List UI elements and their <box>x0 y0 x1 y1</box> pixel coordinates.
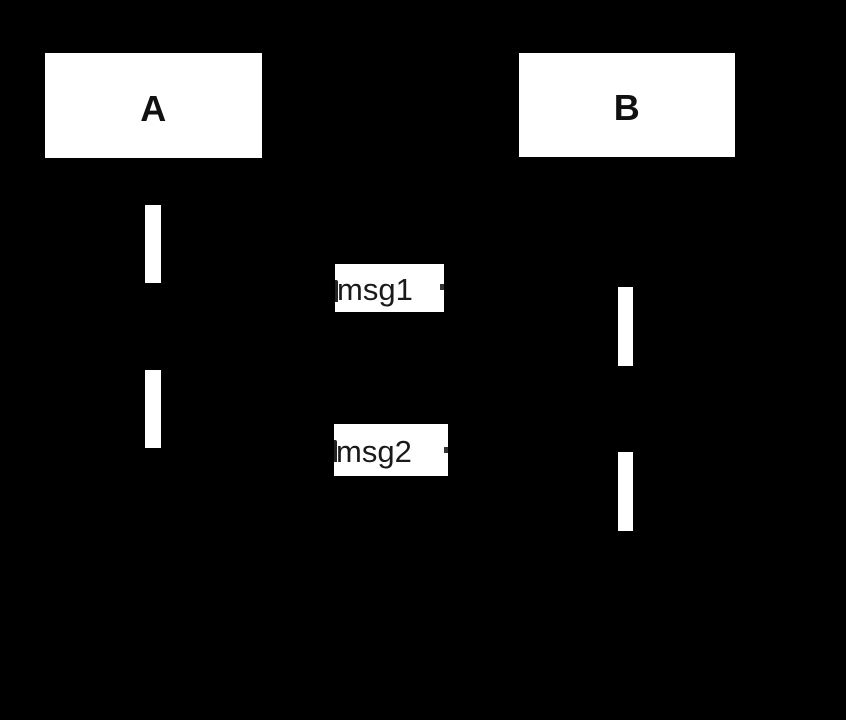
activation-bar-a-2 <box>143 368 163 450</box>
clipped-text-fragment <box>335 280 338 302</box>
activation-bar-b-2 <box>616 450 635 533</box>
participant-box-a: A <box>43 51 264 160</box>
message-1-text: msg1 <box>337 271 413 307</box>
message-1-arrowhead-icon <box>603 280 616 294</box>
message-2-arrowhead-icon <box>603 443 616 457</box>
message-label-1: msg1 <box>335 264 444 312</box>
participant-box-b: B <box>517 51 737 159</box>
clipped-text-fragment <box>334 440 337 462</box>
activation-bar-a-1 <box>143 203 163 285</box>
arrow-line-remnant <box>440 284 444 290</box>
message-2-text: msg2 <box>336 433 412 469</box>
arrow-line-remnant <box>444 447 448 453</box>
participant-label-b: B <box>613 87 641 128</box>
message-label-2: msg2 <box>334 424 448 476</box>
participant-label-a: A <box>140 87 167 129</box>
activation-bar-b-1 <box>616 285 635 368</box>
